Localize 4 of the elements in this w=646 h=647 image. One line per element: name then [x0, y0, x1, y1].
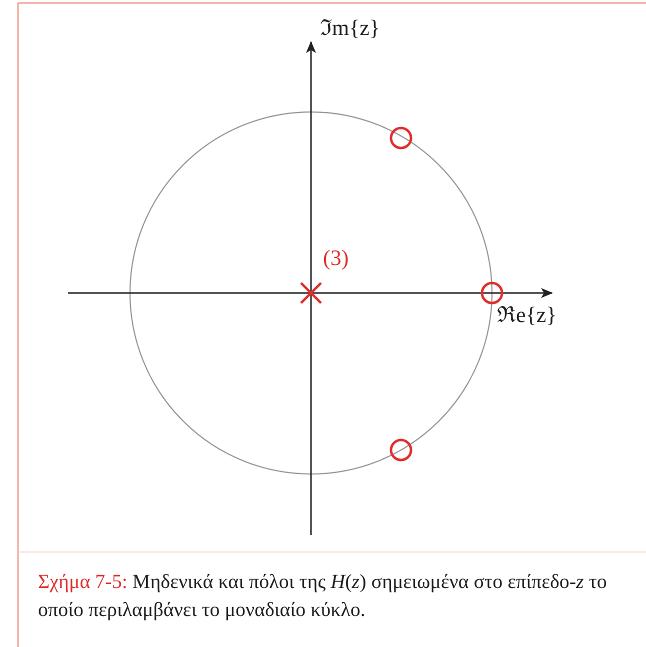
multiplicity-label: (3) — [323, 246, 349, 270]
figure-caption: Σχήμα 7-5: Μηδενικά και πόλοι της H(z) σημειωμένα στο επίπεδο-z το οποίο περιλαμβάνει το μοναδιαίο κύκλο. — [38, 570, 608, 623]
axis-label: ℜe{z} — [497, 303, 557, 328]
axis-label: ℑm{z} — [320, 16, 380, 40]
